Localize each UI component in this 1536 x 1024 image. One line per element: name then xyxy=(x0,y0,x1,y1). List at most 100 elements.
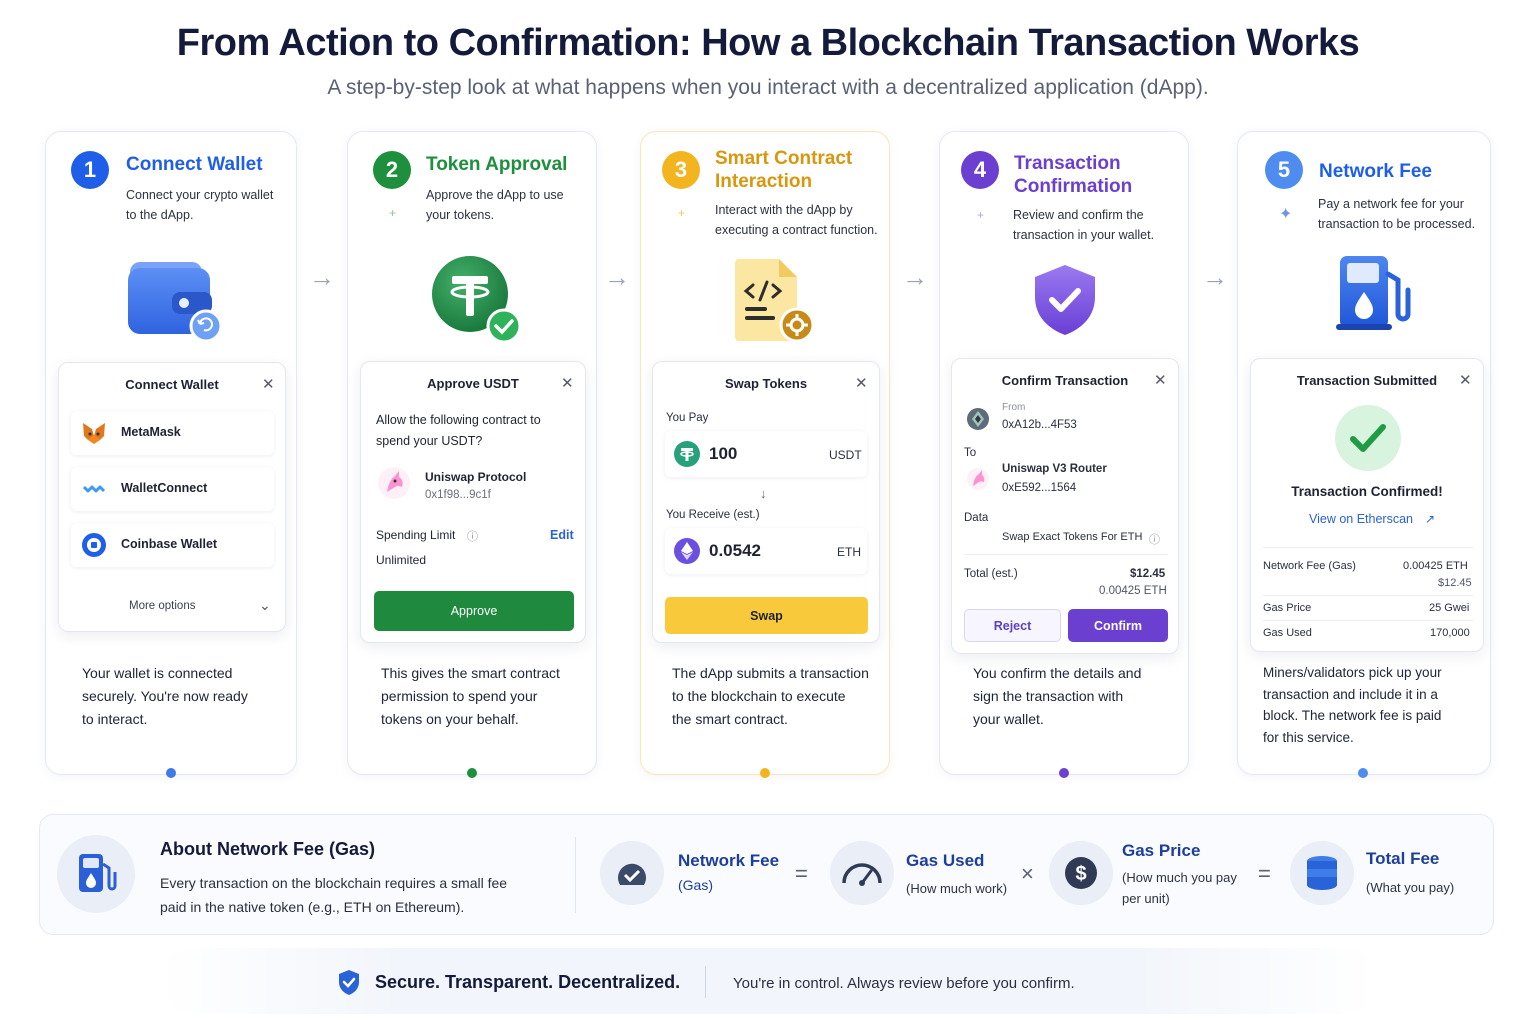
step-dot xyxy=(166,768,176,778)
gas-pump-icon-circle xyxy=(57,835,135,913)
step-number-badge: 3 xyxy=(662,151,700,189)
arrow-right-icon: → xyxy=(902,262,928,292)
dialog-title: Transaction Submitted xyxy=(1296,373,1438,388)
pay-label: You Pay xyxy=(666,412,709,424)
spending-limit-label: Spending Limit xyxy=(376,528,456,542)
wallet-option-label: WalletConnect xyxy=(121,481,208,495)
dialog-title: Connect Wallet xyxy=(125,377,219,392)
close-icon[interactable]: ✕ xyxy=(262,376,275,393)
close-icon[interactable]: ✕ xyxy=(1154,372,1167,389)
shield-check-icon xyxy=(339,970,359,995)
walletconnect-icon xyxy=(82,485,106,493)
gas-used-value: 170,000 xyxy=(1430,627,1470,639)
divider xyxy=(575,837,576,913)
step-title: Network Fee xyxy=(1319,161,1432,182)
to-name: Uniswap V3 Router xyxy=(1002,463,1107,475)
step-card-token-approval: 2 Token Approval Approve the dApp to use… xyxy=(347,131,597,775)
total-eth: 0.00425 ETH xyxy=(1099,585,1167,597)
divider xyxy=(1263,595,1473,596)
speedometer-icon-circle xyxy=(830,841,894,905)
receive-label: You Receive (est.) xyxy=(666,509,760,521)
sparkle-icon: + xyxy=(977,208,985,222)
page-title: From Action to Confirmation: How a Block… xyxy=(176,22,1360,64)
edit-link[interactable]: Edit xyxy=(550,528,574,542)
network-fee-info-box: About Network Fee (Gas) Every transactio… xyxy=(39,814,1494,935)
dollar-icon-circle: $ xyxy=(1049,841,1113,905)
arrow-right-icon: → xyxy=(309,262,335,292)
dialog-title: Confirm Transaction xyxy=(1001,373,1129,388)
close-icon[interactable]: ✕ xyxy=(1459,372,1472,389)
fee-gauge-icon xyxy=(618,863,646,885)
etherscan-link[interactable]: View on Etherscan xyxy=(1309,512,1413,526)
contract-name: Uniswap Protocol xyxy=(425,470,527,484)
step-title: Token Approval xyxy=(426,154,568,175)
step-number-badge: 5 xyxy=(1265,151,1303,189)
wallet-option-metamask[interactable]: MetaMask xyxy=(71,411,274,455)
multiply-operator: × xyxy=(1021,861,1034,886)
success-check-icon xyxy=(1335,405,1401,471)
info-icon[interactable]: ⓘ xyxy=(467,531,478,543)
step-card-connect-wallet: 1 Connect Wallet Connect your crypto wal… xyxy=(45,131,297,775)
reject-button[interactable]: Reject xyxy=(964,609,1061,642)
wallet-option-label: MetaMask xyxy=(121,425,181,439)
fox-icon xyxy=(83,423,105,444)
formula-gas-price: Gas Price xyxy=(1122,841,1201,860)
confirm-transaction-dialog: Confirm Transaction ✕ From 0xA12b...4F53… xyxy=(951,358,1179,654)
usdt-token-icon xyxy=(432,256,522,344)
wallet-option-walletconnect[interactable]: WalletConnect xyxy=(71,467,274,511)
receive-input[interactable]: 0.0542 ETH xyxy=(665,528,867,574)
external-link-icon[interactable]: ↗ xyxy=(1425,512,1436,526)
confirmed-status: Transaction Confirmed! xyxy=(1291,484,1443,499)
gas-info-title: About Network Fee (Gas) xyxy=(160,839,376,859)
usdt-icon xyxy=(674,441,700,467)
formula-network-fee-sub: (Gas) xyxy=(678,877,713,893)
step-dot xyxy=(760,768,770,778)
step-dot xyxy=(1059,768,1069,778)
pay-amount: 100 xyxy=(709,444,738,463)
arrow-down-icon: ↓ xyxy=(760,486,767,501)
formula-total-fee: Total Fee xyxy=(1366,849,1440,868)
wallet-icon xyxy=(128,262,223,343)
gas-gauge-icon-circle xyxy=(600,841,664,905)
total-usd: $12.45 xyxy=(1130,568,1166,580)
close-icon[interactable]: ✕ xyxy=(855,375,868,392)
gas-pump-icon xyxy=(79,854,117,892)
step-number-badge: 1 xyxy=(71,151,109,189)
receive-amount: 0.0542 xyxy=(709,541,761,560)
fee-label: Network Fee (Gas) xyxy=(1263,560,1356,572)
eth-icon xyxy=(674,538,700,564)
pay-input[interactable]: 100 USDT xyxy=(665,431,867,477)
footer-band xyxy=(160,948,1376,1014)
contract-address: 0x1f98...9c1f xyxy=(425,489,491,501)
chevron-down-icon[interactable]: ⌄ xyxy=(259,597,271,613)
wallet-option-label: Coinbase Wallet xyxy=(121,537,218,551)
more-options-link[interactable]: More options xyxy=(129,600,196,612)
info-icon[interactable]: ⓘ xyxy=(1149,534,1160,546)
confirm-button[interactable]: Confirm xyxy=(1068,609,1168,642)
wallet-option-coinbase[interactable]: Coinbase Wallet xyxy=(71,523,274,567)
dollar-coin-icon: $ xyxy=(1065,857,1097,889)
data-label: Data xyxy=(964,512,989,524)
divider xyxy=(705,966,706,998)
to-label: To xyxy=(964,447,977,459)
formula-network-fee: Network Fee xyxy=(678,851,780,870)
formula-gas-used-sub: (How much work) xyxy=(906,881,1008,896)
equals-operator: = xyxy=(795,861,808,886)
close-icon[interactable]: ✕ xyxy=(561,375,574,392)
divider xyxy=(964,554,1168,555)
gas-used-label: Gas Used xyxy=(1263,627,1312,639)
arrow-right-icon: → xyxy=(1202,262,1228,292)
approve-button[interactable]: Approve xyxy=(374,591,574,631)
swap-button[interactable]: Swap xyxy=(665,597,868,634)
step-number-badge: 4 xyxy=(961,151,999,189)
